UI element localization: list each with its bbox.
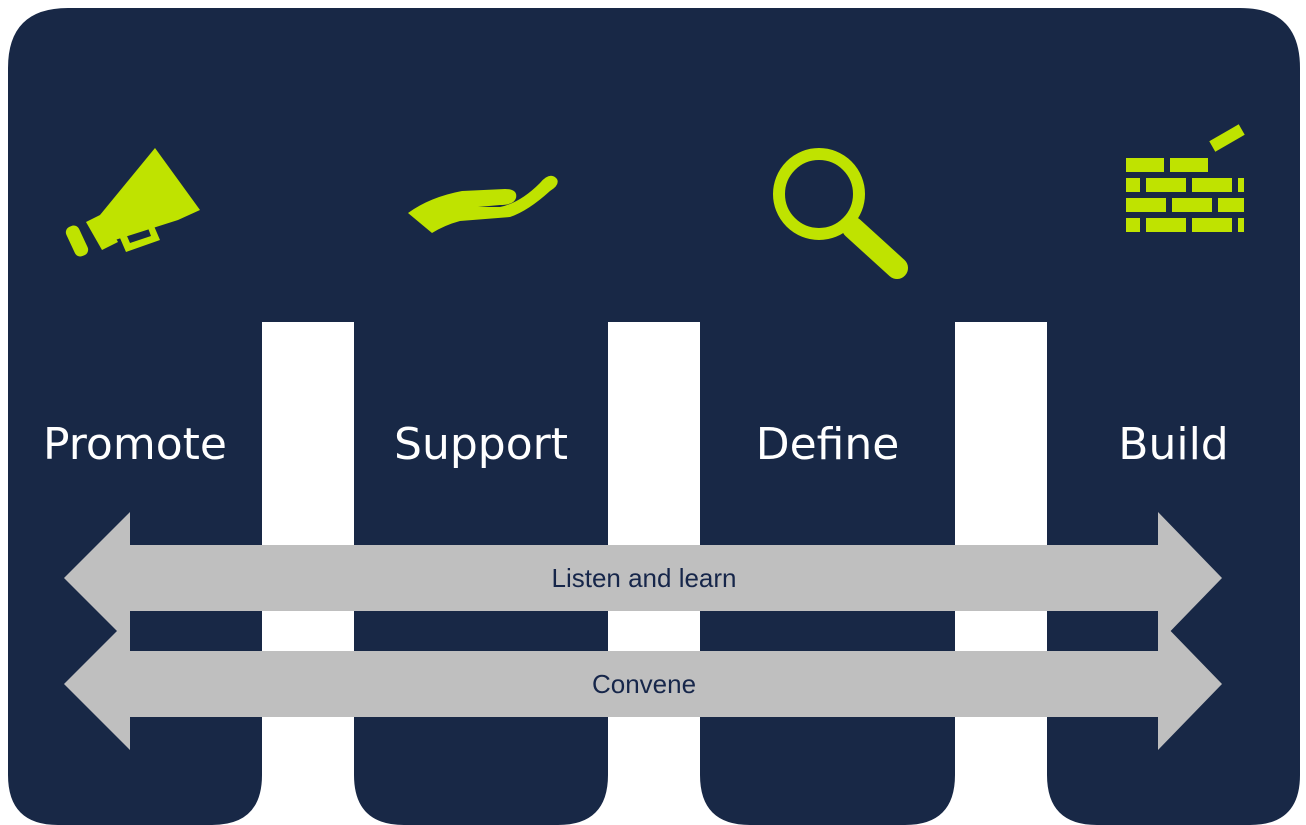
pillar-label-promote: Promote [43, 419, 227, 470]
listen-and-learn-arrow [64, 512, 1222, 644]
listen-and-learn-label: Listen and learn [551, 563, 737, 593]
brick-wall-icon [1126, 124, 1245, 232]
megaphone-icon [65, 148, 200, 257]
pillar-label-define: Define [755, 419, 900, 470]
navy-panel [8, 8, 1300, 825]
convene-label: Convene [591, 669, 697, 699]
magnifying-glass-icon [773, 148, 908, 279]
pillar-label-build: Build [1118, 419, 1229, 470]
convene-arrow [64, 618, 1222, 750]
open-hand-icon [408, 175, 558, 233]
pillar-label-support: Support [394, 419, 568, 470]
